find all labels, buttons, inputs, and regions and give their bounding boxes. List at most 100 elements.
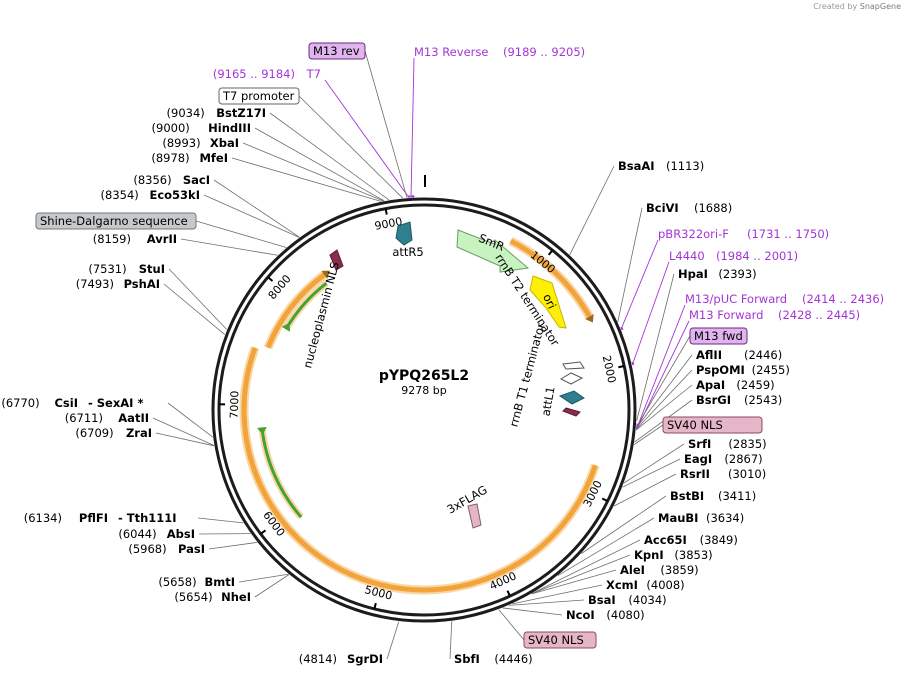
primer-range: (1984 .. 2001): [716, 249, 798, 263]
site-name: AatII: [118, 411, 149, 425]
site-name: Eco53kI: [149, 188, 200, 202]
leader-line: [180, 238, 278, 256]
site-alei: AleI(3859): [620, 563, 699, 577]
primer-leader: [621, 239, 659, 327]
feature-arcs: [239, 236, 600, 595]
leader-line: [254, 127, 385, 202]
box-label-text: Shine-Dalgarno sequence: [40, 214, 188, 228]
site-pflfi: PflFI(6134)- Tth111I: [24, 511, 177, 525]
site-name: AbsI: [167, 527, 195, 541]
site-position: (6711): [65, 411, 103, 425]
site-position: (6044): [118, 527, 156, 541]
site-name: EagI: [684, 452, 712, 466]
site-position: (7493): [76, 277, 114, 291]
site-name: PasI: [178, 542, 205, 556]
site-position: (2393): [718, 267, 756, 281]
green-arc-bottom: [260, 427, 303, 519]
site-position: (3634): [706, 511, 744, 525]
primer-name: M13/pUC Forward: [685, 292, 787, 306]
site-name: BsaAI: [618, 159, 655, 173]
leader-line: [269, 112, 390, 201]
site-position: (3849): [700, 533, 738, 547]
site-position: (4034): [628, 593, 666, 607]
site-srfi: SrfI(2835): [688, 437, 767, 451]
leader-line: [197, 517, 244, 524]
site-name: XcmI: [606, 578, 638, 592]
site-name: BstBI: [670, 489, 704, 503]
box-label-sv40-nls: SV40 NLS: [523, 631, 597, 649]
site-name: SgrDI: [347, 652, 383, 666]
site-position: (8354): [101, 188, 139, 202]
site-position: (2446): [744, 348, 782, 362]
site-xcmi: XcmI(4008): [606, 578, 685, 592]
site-name: PshAI: [124, 277, 160, 291]
orange-arc-main: [241, 346, 598, 593]
site-pshai: PshAI (7493): [76, 277, 160, 291]
box-label-bg: [308, 42, 366, 60]
tick-mark: [547, 249, 554, 256]
tick-mark: [267, 276, 274, 282]
site-absi: AbsI (6044): [118, 527, 195, 541]
site-position: (2459): [736, 378, 774, 392]
site-name: ZraI: [126, 426, 152, 440]
leader-line: [557, 517, 655, 576]
box-label-bg: [523, 631, 597, 649]
feature-label-3xflag: 3xFLAG: [444, 482, 489, 516]
leader-line: [502, 607, 563, 616]
site-aflii: AflII(2446): [696, 348, 782, 362]
leader-line: [167, 402, 213, 438]
box-label-bg: [689, 327, 748, 345]
tick-mark: [384, 208, 388, 215]
leader-line: [635, 354, 693, 429]
site-apai: ApaI(2459): [696, 378, 775, 392]
site-csii: CsiI(6770)- SexAI *: [1, 396, 143, 410]
site-position: (1688): [694, 201, 732, 215]
site-name: NcoI: [566, 608, 595, 622]
leader-line: [636, 273, 675, 421]
primer-range: (2428 .. 2445): [778, 308, 860, 322]
primer-name: T7: [306, 67, 321, 81]
feature-label-attl1: attL1: [539, 385, 558, 417]
site-hpai: HpaI(2393): [678, 267, 757, 281]
box-leader: [498, 609, 525, 641]
site-aatii: AatII (6711): [65, 411, 149, 425]
leader-lines: [152, 50, 693, 660]
site-position: (3853): [674, 548, 712, 562]
feature-glyphs: [329, 221, 585, 529]
site-sbfi: SbfI(4446): [454, 652, 533, 666]
box-label-m13-fwd: M13 fwd: [689, 327, 748, 345]
primer-name: M13 Reverse: [414, 45, 488, 59]
site-name: PflFI: [79, 511, 108, 525]
site-bstbi: BstBI (3411): [670, 489, 756, 503]
arc-arrowhead: [585, 314, 594, 323]
site-position: (8993): [162, 136, 200, 150]
site-acc65i: Acc65I(3849): [644, 533, 738, 547]
leader-line: [613, 473, 677, 507]
box-leader: [633, 424, 664, 445]
site-position: (6134): [24, 511, 62, 525]
site-position: (2835): [728, 437, 766, 451]
site-position: (5658): [158, 575, 196, 589]
site-name: KpnI: [634, 548, 664, 562]
leader-line: [449, 621, 453, 660]
arc-arrowhead: [281, 323, 291, 332]
leader-line: [635, 369, 693, 430]
primer-l4440: L4440(1984 .. 2001): [669, 249, 798, 263]
site-name: NheI: [221, 590, 251, 604]
site-position: (4446): [494, 652, 532, 666]
leader-line: [238, 573, 289, 583]
leader-line: [581, 495, 667, 554]
leader-line: [532, 539, 641, 594]
site-avrii: AvrII(8159): [93, 232, 177, 246]
box-label-m13-rev: M13 rev: [308, 42, 366, 60]
arc-arrowhead: [257, 426, 267, 435]
site-bsaai: BsaAI(1113): [618, 159, 704, 173]
box-leader: [298, 95, 403, 199]
site-position: (3411): [718, 489, 756, 503]
leader-line: [208, 542, 258, 550]
rrnb-t1-glyph: [559, 372, 584, 385]
credit-brand: SnapGene: [859, 2, 901, 11]
site-position: (8159): [93, 232, 131, 246]
box-label-t7-promoter: T7 promoter: [218, 87, 300, 105]
smr-arrow: [456, 229, 530, 273]
